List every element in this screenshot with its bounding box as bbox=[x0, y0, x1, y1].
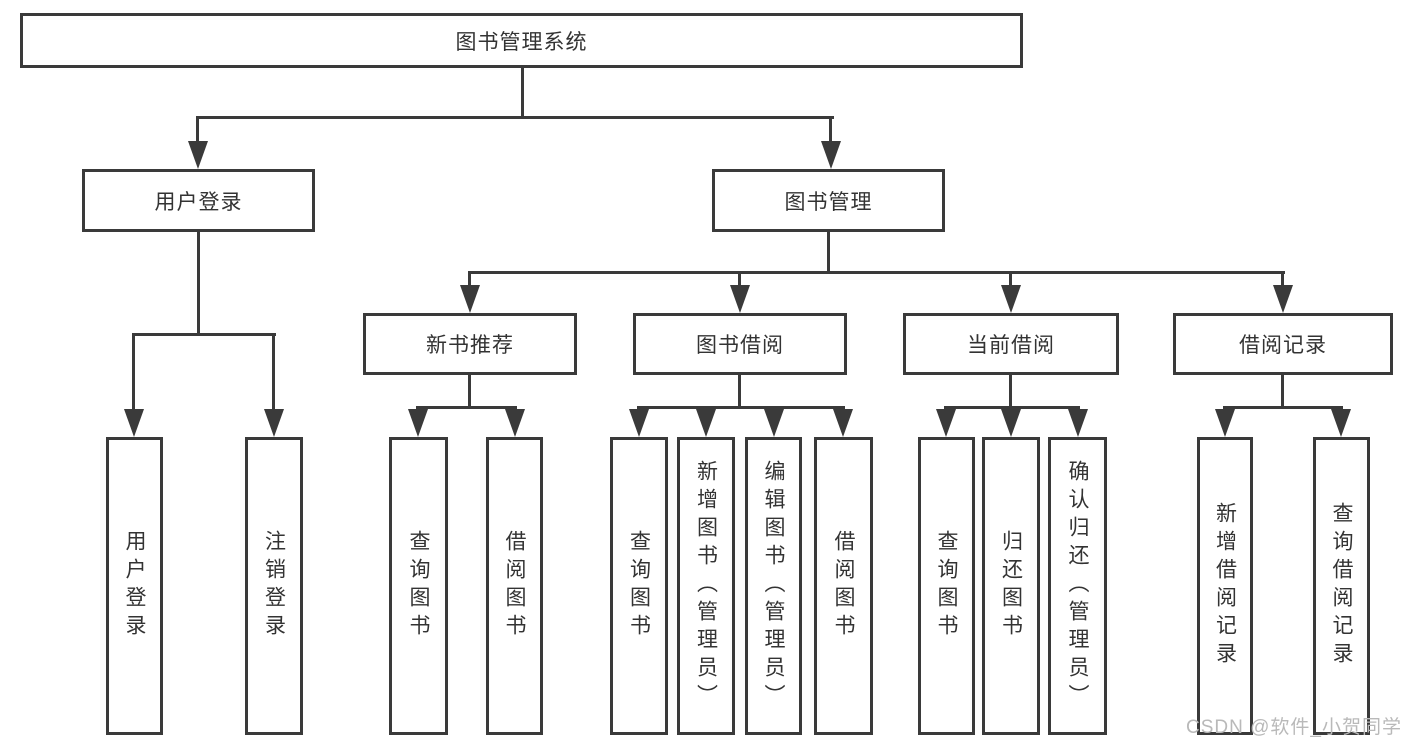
connector-line bbox=[1009, 375, 1012, 408]
connector-line bbox=[1281, 271, 1284, 291]
connector-line bbox=[468, 271, 471, 291]
arrowhead-icon bbox=[936, 409, 956, 437]
connector-line bbox=[738, 271, 741, 291]
connector-line bbox=[1009, 271, 1012, 291]
arrowhead-icon bbox=[821, 141, 841, 169]
arrowhead-icon bbox=[696, 409, 716, 437]
connector-line bbox=[132, 333, 135, 415]
arrowhead-icon bbox=[730, 285, 750, 313]
connector-line bbox=[521, 68, 524, 118]
node-leaf-current-confirm-return: 确认归还（管理员） bbox=[1048, 437, 1107, 735]
node-leaf-records-add: 新增借阅记录 bbox=[1197, 437, 1253, 735]
node-current-borrow: 当前借阅 bbox=[903, 313, 1119, 375]
node-leaf-rec-borrow-books: 借阅图书 bbox=[486, 437, 543, 735]
node-leaf-borrow-query-books: 查询图书 bbox=[610, 437, 668, 735]
watermark: CSDN @软件_小贺同学 bbox=[1186, 717, 1402, 738]
connector-line bbox=[944, 406, 1080, 409]
node-leaf-records-query: 查询借阅记录 bbox=[1313, 437, 1370, 735]
node-borrow-records: 借阅记录 bbox=[1173, 313, 1393, 375]
arrowhead-icon bbox=[833, 409, 853, 437]
arrowhead-icon bbox=[264, 409, 284, 437]
arrowhead-icon bbox=[1001, 285, 1021, 313]
connector-line bbox=[197, 232, 200, 335]
node-leaf-borrow-borrow-books: 借阅图书 bbox=[814, 437, 873, 735]
node-leaf-borrow-query-books-label: 查询图书 bbox=[627, 530, 651, 642]
connector-line bbox=[827, 232, 830, 273]
node-user-login: 用户登录 bbox=[82, 169, 315, 232]
node-leaf-borrow-add-books: 新增图书（管理员） bbox=[677, 437, 735, 735]
arrowhead-icon bbox=[1331, 409, 1351, 437]
node-leaf-current-query-books: 查询图书 bbox=[918, 437, 975, 735]
connector-line bbox=[738, 375, 741, 408]
connector-line bbox=[637, 406, 845, 409]
node-leaf-current-confirm-return-label: 确认归还（管理员） bbox=[1066, 460, 1089, 712]
node-leaf-logout: 注销登录 bbox=[245, 437, 303, 735]
connector-line bbox=[416, 406, 517, 409]
node-leaf-records-add-label: 新增借阅记录 bbox=[1213, 502, 1237, 670]
connector-line bbox=[272, 333, 275, 415]
arrowhead-icon bbox=[408, 409, 428, 437]
connector-line bbox=[468, 375, 471, 408]
node-new-book-recommend: 新书推荐 bbox=[363, 313, 577, 375]
connector-line bbox=[1281, 375, 1284, 408]
node-root: 图书管理系统 bbox=[20, 13, 1023, 68]
node-leaf-rec-query-books: 查询图书 bbox=[389, 437, 448, 735]
arrowhead-icon bbox=[1273, 285, 1293, 313]
node-leaf-records-query-label: 查询借阅记录 bbox=[1330, 502, 1353, 670]
node-leaf-borrow-borrow-books-label: 借阅图书 bbox=[832, 530, 855, 642]
node-leaf-current-query-books-label: 查询图书 bbox=[935, 530, 958, 642]
arrowhead-icon bbox=[1215, 409, 1235, 437]
node-leaf-borrow-edit-books-label: 编辑图书（管理员） bbox=[762, 460, 785, 712]
connector-line bbox=[196, 116, 199, 148]
node-book-management: 图书管理 bbox=[712, 169, 945, 232]
connector-line bbox=[829, 116, 832, 148]
node-leaf-borrow-edit-books: 编辑图书（管理员） bbox=[745, 437, 802, 735]
node-leaf-current-return-books-label: 归还图书 bbox=[999, 530, 1023, 642]
arrowhead-icon bbox=[1068, 409, 1088, 437]
connector-line bbox=[468, 271, 1285, 274]
connector-line bbox=[197, 116, 834, 119]
node-leaf-current-return-books: 归还图书 bbox=[982, 437, 1040, 735]
node-leaf-logout-label: 注销登录 bbox=[262, 530, 286, 642]
arrowhead-icon bbox=[124, 409, 144, 437]
connector-line bbox=[1223, 406, 1343, 409]
arrowhead-icon bbox=[188, 141, 208, 169]
arrowhead-icon bbox=[764, 409, 784, 437]
node-leaf-rec-query-books-label: 查询图书 bbox=[407, 530, 430, 642]
arrowhead-icon bbox=[629, 409, 649, 437]
arrowhead-icon bbox=[460, 285, 480, 313]
connector-line bbox=[132, 333, 276, 336]
node-leaf-rec-borrow-books-label: 借阅图书 bbox=[503, 530, 526, 642]
arrowhead-icon bbox=[1001, 409, 1021, 437]
arrowhead-icon bbox=[505, 409, 525, 437]
node-leaf-borrow-add-books-label: 新增图书（管理员） bbox=[694, 460, 718, 712]
node-leaf-user-login-label: 用户登录 bbox=[123, 530, 146, 642]
node-leaf-user-login: 用户登录 bbox=[106, 437, 163, 735]
node-book-borrow: 图书借阅 bbox=[633, 313, 847, 375]
